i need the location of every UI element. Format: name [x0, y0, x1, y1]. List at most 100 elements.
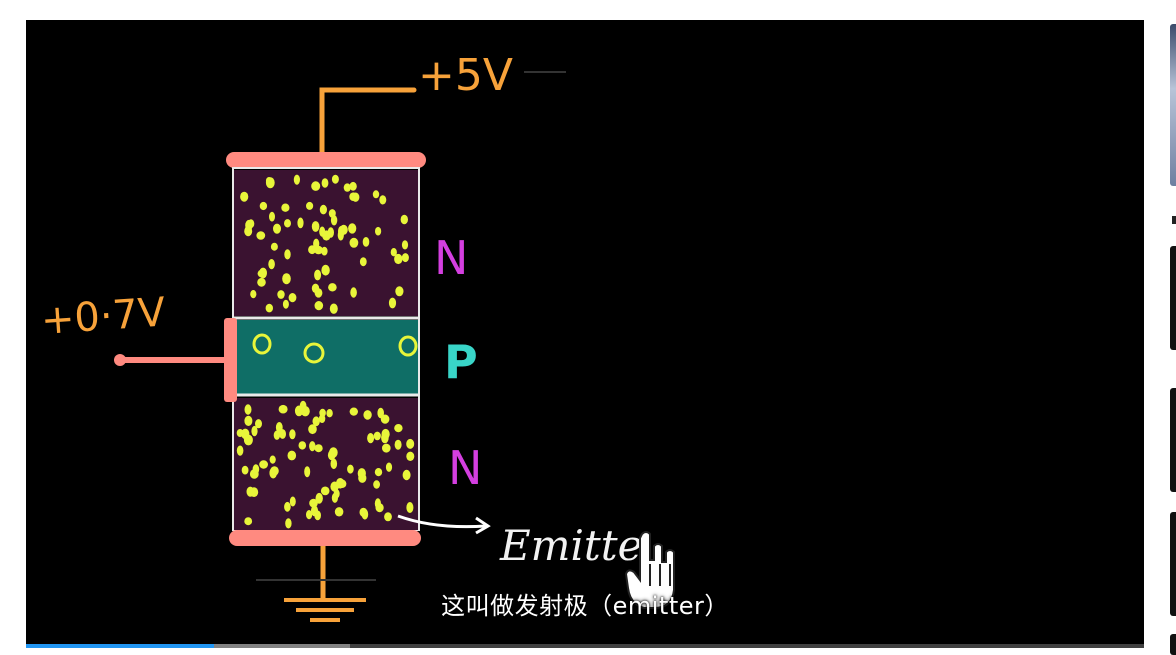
electron-dot	[257, 277, 266, 287]
electron-dot	[268, 259, 275, 270]
related-video-thumbnail[interactable]	[1170, 512, 1176, 616]
electron-dot	[308, 424, 317, 435]
electron-dot	[394, 424, 403, 433]
related-video-thumbnail[interactable]	[1170, 388, 1176, 492]
electron-dot	[300, 406, 310, 417]
electron-dot	[244, 517, 253, 526]
electron-dot	[308, 245, 317, 255]
electron-dot	[329, 303, 338, 314]
electron-dot	[289, 429, 296, 440]
hand-cursor-icon	[624, 531, 675, 609]
electron-dot	[348, 223, 357, 234]
related-video-thumbnail[interactable]	[1170, 246, 1176, 350]
label-plus-5v: +5V	[418, 50, 513, 101]
electron-dot	[375, 226, 382, 236]
electron-dot	[330, 215, 338, 226]
electron-dot	[265, 177, 273, 185]
electron-dot	[372, 190, 380, 199]
electron-dot	[362, 237, 370, 247]
electron-dot	[349, 181, 357, 191]
electron-dot	[246, 486, 255, 497]
electron-dot	[390, 248, 397, 257]
electron-dot	[270, 242, 278, 251]
electron-dot	[349, 407, 358, 416]
electron-dot	[298, 441, 307, 450]
electron-dot	[284, 249, 291, 260]
electron-dot	[394, 253, 403, 265]
electron-dot	[357, 468, 366, 479]
electron-dot	[256, 231, 266, 240]
progress-played	[26, 644, 214, 648]
electron-dot	[385, 462, 393, 472]
electron-dot	[349, 192, 358, 201]
electron-dot	[240, 191, 249, 202]
video-subtitle: 这叫做发射极（emitter）	[441, 592, 729, 620]
sidebar-label-fragment	[1172, 216, 1176, 224]
video-player[interactable]: +5V +0·7V N P N Emitte 这叫做发射极（emitter）	[26, 20, 1144, 648]
related-video-thumbnail[interactable]	[1170, 634, 1176, 655]
electron-dot	[331, 174, 339, 184]
electron-dot	[314, 444, 323, 453]
label-n-bottom: N	[448, 441, 482, 495]
electron-dot	[273, 430, 281, 440]
electron-dot	[259, 267, 267, 279]
electron-dot	[314, 510, 322, 521]
electron-dot	[314, 301, 324, 311]
electron-dot	[327, 450, 336, 461]
electron-dot	[281, 203, 290, 212]
electron-dot	[382, 443, 391, 453]
video-frame: +5V +0·7V N P N Emitte	[39, 50, 675, 622]
electron-dot	[312, 416, 320, 427]
electron-dot	[294, 405, 304, 417]
electron-dot	[374, 468, 383, 477]
electron-dot	[373, 431, 381, 441]
electron-dot	[255, 419, 262, 429]
electron-dot	[287, 450, 297, 461]
electron-dot	[297, 217, 304, 229]
electron-dot	[361, 509, 369, 520]
electron-dot	[330, 481, 339, 492]
electron-dot	[349, 237, 359, 248]
electron-dot	[319, 204, 327, 215]
electron-dot	[343, 183, 351, 192]
electron-dot	[269, 455, 276, 464]
electron-dot	[314, 245, 323, 255]
electron-dot	[400, 214, 408, 225]
electron-dot	[321, 246, 328, 256]
label-n-top: N	[434, 231, 468, 285]
electron-dot	[314, 269, 322, 281]
electron-dot	[249, 469, 259, 479]
electron-dot	[380, 414, 390, 424]
electron-dot	[285, 518, 292, 529]
electron-dot	[251, 425, 258, 437]
electron-dot	[244, 404, 252, 415]
electron-dot	[350, 287, 357, 298]
electron-dot	[322, 230, 331, 241]
electron-dot	[363, 410, 372, 420]
electron-dot	[241, 465, 249, 475]
related-videos-sidebar	[1170, 0, 1176, 655]
electron-dot	[250, 290, 257, 299]
electron-dot	[406, 502, 414, 513]
electron-dot	[282, 273, 291, 285]
electron-dot	[279, 429, 286, 439]
electron-dot	[309, 498, 318, 508]
electron-dot	[367, 433, 375, 444]
electron-dot	[311, 221, 320, 232]
electron-dot	[244, 415, 253, 426]
electron-dot	[284, 501, 291, 512]
electron-dot	[337, 229, 344, 241]
related-video-thumbnail[interactable]	[1170, 24, 1176, 186]
electron-dot	[320, 486, 330, 496]
electron-dot	[406, 438, 415, 449]
electron-dot	[278, 404, 288, 414]
electron-dot	[288, 293, 297, 303]
electron-dot	[326, 409, 333, 418]
electron-dot	[406, 451, 415, 461]
electron-dot	[306, 201, 314, 210]
electron-dot	[315, 492, 323, 504]
electron-dot	[384, 512, 392, 522]
electron-dot	[394, 439, 402, 450]
electron-dot	[284, 219, 291, 228]
video-progress-bar[interactable]	[26, 644, 1144, 648]
